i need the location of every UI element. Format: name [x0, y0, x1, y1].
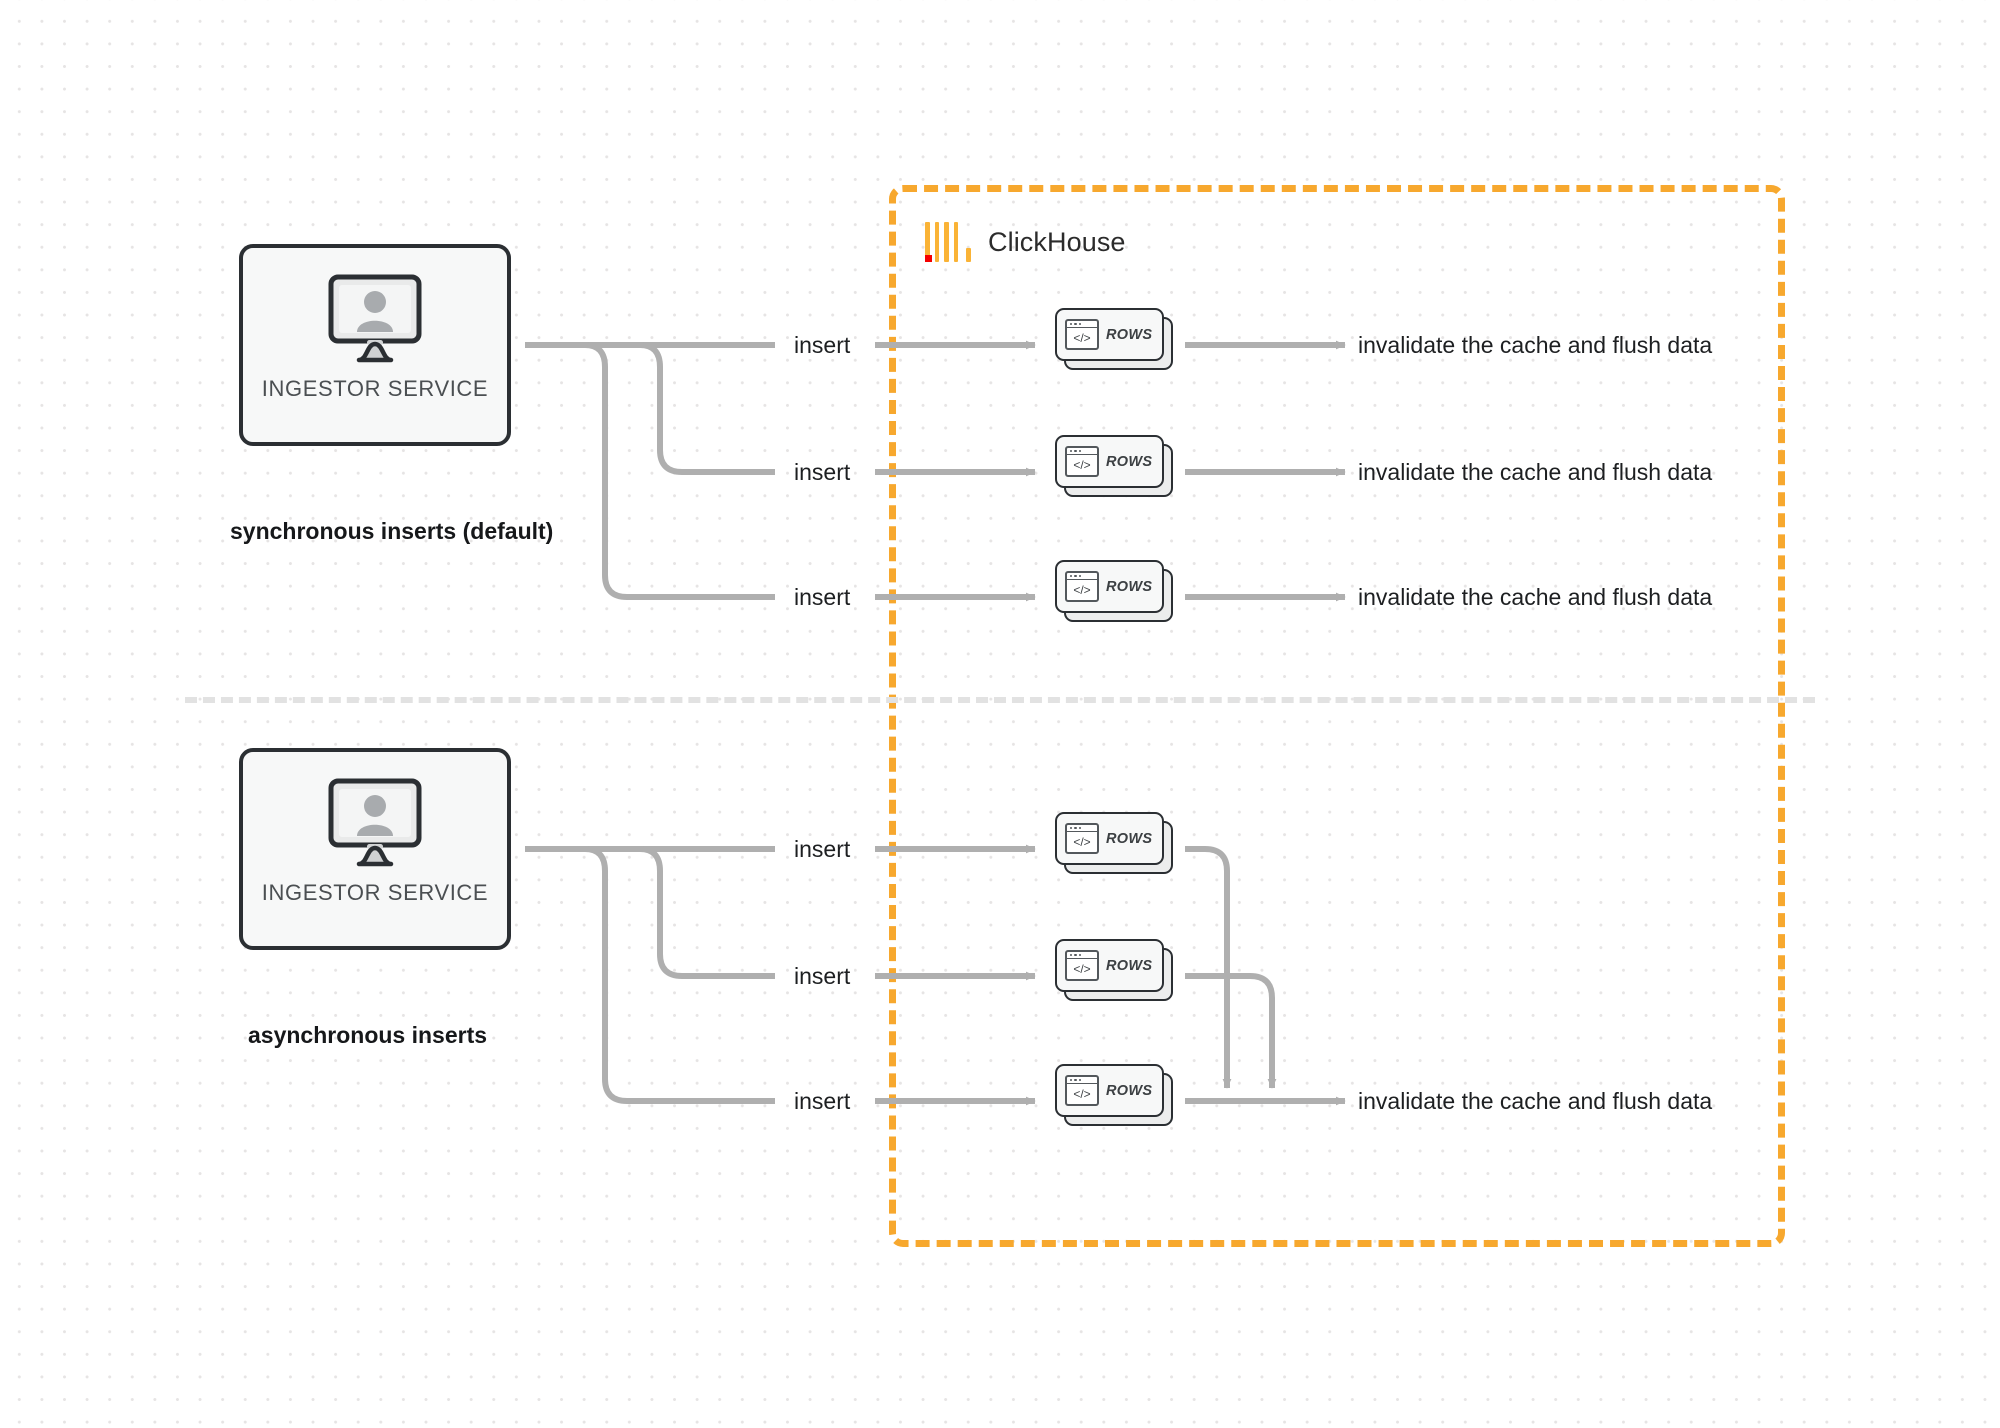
- rows-card-label: ROWS: [1106, 830, 1153, 847]
- code-glyph: </>: [1073, 331, 1091, 345]
- window-dot: [1074, 574, 1077, 578]
- window-dot: [1074, 449, 1077, 453]
- invalidate-label-sync-3: invalidate the cache and flush data: [1358, 584, 1713, 610]
- ingestor-service-label: INGESTOR SERVICE: [261, 376, 489, 401]
- window-dot: [1078, 449, 1081, 453]
- ingestor-service-box-async[interactable]: INGESTOR SERVICE: [239, 748, 511, 950]
- window-dot: [1078, 574, 1081, 578]
- code-glyph: </>: [1073, 583, 1091, 597]
- rows-card-sync-3[interactable]: </> ROWS: [1055, 560, 1173, 622]
- rows-card-front: </> ROWS: [1055, 435, 1164, 488]
- window-dot: [1070, 574, 1073, 578]
- insert-label-async-1: insert: [790, 836, 855, 863]
- window-dot: [1074, 322, 1077, 326]
- code-window-icon: </>: [1065, 950, 1099, 981]
- code-glyph: </>: [1073, 458, 1091, 472]
- window-titlebar: [1067, 573, 1097, 580]
- rows-card-sync-2[interactable]: </> ROWS: [1055, 435, 1173, 497]
- logo-bar-3: [944, 222, 949, 262]
- monitor-user-icon: [327, 778, 423, 870]
- code-glyph: </>: [1073, 1087, 1091, 1101]
- window-dot: [1078, 322, 1081, 326]
- rows-card-front: </> ROWS: [1055, 939, 1164, 992]
- rows-card-front: </> ROWS: [1055, 560, 1164, 613]
- rows-card-front: </> ROWS: [1055, 812, 1164, 865]
- insert-label-sync-2: insert: [790, 459, 855, 486]
- code-window-icon: </>: [1065, 571, 1099, 602]
- window-titlebar: [1067, 448, 1097, 455]
- rows-card-front: </> ROWS: [1055, 308, 1164, 361]
- window-dot: [1078, 953, 1081, 957]
- logo-bar-1: [925, 222, 931, 262]
- code-glyph: </>: [1073, 835, 1091, 849]
- code-window-icon: </>: [1065, 823, 1099, 854]
- window-dot: [1074, 1078, 1077, 1082]
- window-dot: [1070, 953, 1073, 957]
- rows-card-async-2[interactable]: </> ROWS: [1055, 939, 1173, 1001]
- insert-label-sync-3: insert: [790, 584, 855, 611]
- rows-card-label: ROWS: [1106, 957, 1153, 974]
- window-dot: [1074, 953, 1077, 957]
- rows-card-label: ROWS: [1106, 578, 1153, 595]
- code-glyph: </>: [1073, 962, 1091, 976]
- clickhouse-logo: [925, 222, 971, 262]
- rows-card-front: </> ROWS: [1055, 1064, 1164, 1117]
- section-caption-async: asynchronous inserts: [248, 1022, 488, 1048]
- ingestor-service-label: INGESTOR SERVICE: [261, 880, 489, 905]
- rows-card-sync-1[interactable]: </> ROWS: [1055, 308, 1173, 370]
- code-window-icon: </>: [1065, 1075, 1099, 1106]
- window-dot: [1070, 826, 1073, 830]
- window-titlebar: [1067, 825, 1097, 832]
- invalidate-label-sync-2: invalidate the cache and flush data: [1358, 459, 1713, 485]
- clickhouse-label: ClickHouse: [988, 226, 1126, 257]
- code-window-icon: </>: [1065, 319, 1099, 350]
- clickhouse-logo-group: ClickHouse: [925, 218, 1126, 266]
- insert-label-async-3: insert: [790, 1088, 855, 1115]
- window-titlebar: [1067, 952, 1097, 959]
- invalidate-label-async-merged: invalidate the cache and flush data: [1358, 1088, 1713, 1114]
- section-divider: [185, 697, 1815, 703]
- window-dot: [1070, 322, 1073, 326]
- ingestor-service-box-sync[interactable]: INGESTOR SERVICE: [239, 244, 511, 446]
- window-dot: [1078, 1078, 1081, 1082]
- window-titlebar: [1067, 1077, 1097, 1084]
- section-caption-sync: synchronous inserts (default): [230, 518, 554, 544]
- rows-card-label: ROWS: [1106, 1082, 1153, 1099]
- logo-bar-4: [953, 222, 959, 262]
- insert-label-async-2: insert: [790, 963, 855, 990]
- insert-label-sync-1: insert: [790, 332, 855, 359]
- logo-bar-5: [966, 248, 971, 262]
- rows-card-async-3[interactable]: </> ROWS: [1055, 1064, 1173, 1126]
- window-dot: [1070, 1078, 1073, 1082]
- window-dot: [1074, 826, 1077, 830]
- invalidate-label-sync-1: invalidate the cache and flush data: [1358, 332, 1713, 358]
- code-window-icon: </>: [1065, 446, 1099, 477]
- rows-card-async-1[interactable]: </> ROWS: [1055, 812, 1173, 874]
- window-dot: [1070, 449, 1073, 453]
- logo-bar-2: [934, 222, 940, 262]
- rows-card-label: ROWS: [1106, 453, 1153, 470]
- rows-card-label: ROWS: [1106, 326, 1153, 343]
- clickhouse-boundary: [889, 185, 1785, 1247]
- window-dot: [1078, 826, 1081, 830]
- monitor-user-icon: [327, 274, 423, 366]
- window-titlebar: [1067, 321, 1097, 328]
